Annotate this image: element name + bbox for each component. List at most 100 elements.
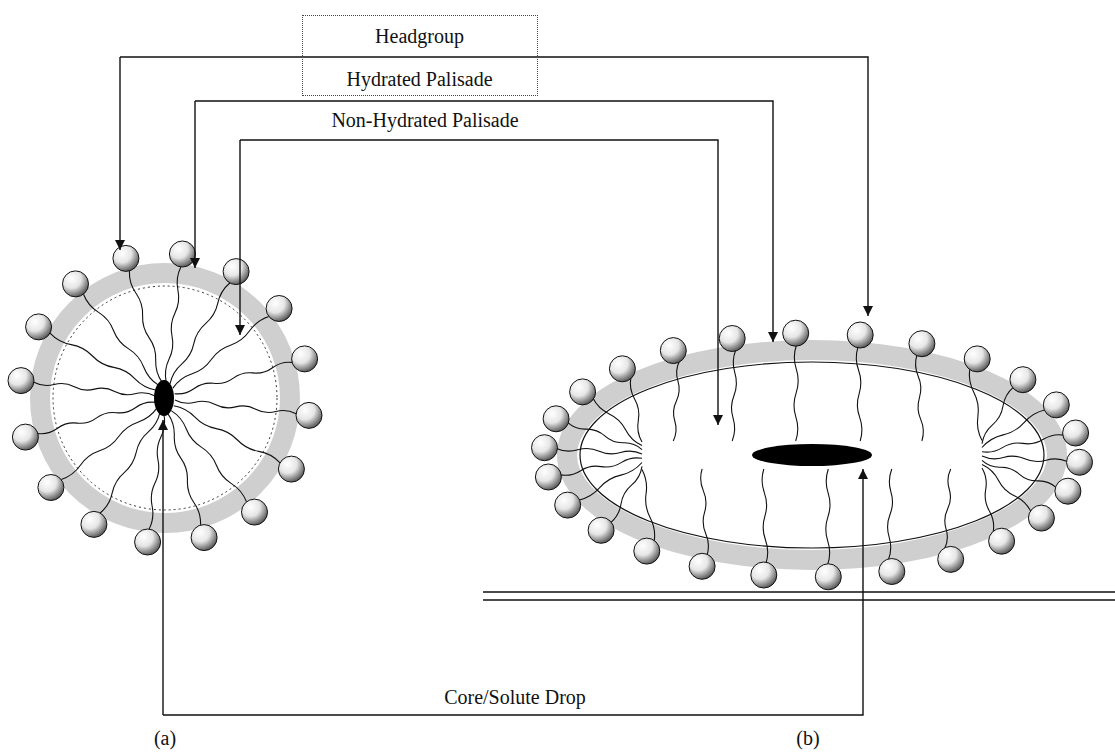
headgroup-circle: [12, 424, 38, 450]
headgroup-circle: [543, 406, 569, 432]
surfactant-tail: [856, 347, 862, 441]
surfactant-tail: [174, 406, 280, 463]
headgroup-circle: [266, 296, 292, 322]
leader-arrow: [119, 57, 120, 250]
surfactant-tail: [34, 382, 155, 396]
leader-arrow: [240, 140, 718, 425]
surfactant-tail: [701, 469, 709, 555]
panel-label: (b): [792, 727, 823, 750]
headgroup-circle: [989, 528, 1015, 554]
surfactant-tail: [84, 294, 159, 385]
surfactant-tail: [50, 333, 156, 390]
surfactant-tail: [982, 456, 1068, 462]
surfactant-tail: [982, 410, 1045, 448]
hydrated-band: [40, 273, 290, 523]
leader-arrow: [195, 101, 773, 342]
headgroup-circle: [113, 245, 139, 271]
surfactant-tail: [945, 469, 951, 549]
leader-arrow: [163, 469, 863, 715]
leader-arrow: [239, 140, 240, 335]
surfactant-tail: [593, 398, 642, 445]
headgroup-circle: [938, 546, 964, 572]
region-label: Core/Solute Drop: [440, 686, 590, 709]
headgroup-circle: [532, 435, 558, 461]
surfactant-tail: [982, 460, 1056, 487]
surface-line: [483, 599, 1115, 601]
hydrated-band: [567, 350, 1057, 560]
headgroup-circle: [296, 402, 322, 428]
region-label: Hydrated Palisade: [342, 68, 496, 91]
surfactant-tail: [916, 355, 924, 441]
headgroup-circle: [909, 331, 935, 357]
region-label: Non-Hydrated Palisade: [327, 109, 522, 132]
headgroup-circle: [535, 464, 561, 490]
surfactant-tail: [969, 368, 982, 440]
dotted-label-box: HeadgroupHydrated Palisade: [302, 15, 538, 96]
surfactant-tail: [38, 402, 155, 434]
surfactant-tail: [673, 361, 679, 441]
surfactant-tail: [568, 422, 642, 449]
headgroup-circle: [964, 346, 990, 372]
surfactant-tail: [557, 448, 643, 454]
surfactant-tail: [630, 377, 642, 442]
headgroup-circle: [815, 564, 841, 590]
headgroup-circle: [570, 379, 596, 405]
headgroup-circle: [751, 562, 777, 588]
region-label: Headgroup: [371, 25, 468, 48]
palisade-boundary: [580, 362, 1044, 548]
heads-b: [532, 320, 1093, 590]
headgroup-circle: [1028, 505, 1054, 531]
surfactant-tail: [171, 411, 246, 502]
headgroup-circle: [609, 356, 635, 382]
headgroup-circle: [1055, 478, 1081, 504]
palisade-boundary: [53, 286, 277, 510]
headgroup-circle: [81, 511, 107, 537]
surfactant-tail: [175, 400, 296, 414]
headgroup-circle: [223, 259, 249, 285]
headgroup-circle: [719, 326, 745, 352]
surfactant-tail: [982, 435, 1064, 452]
headgroup-circle: [8, 368, 34, 394]
headgroup-circle: [634, 538, 660, 564]
tails-b: [557, 345, 1068, 565]
headgroup-circle: [278, 456, 304, 482]
surface-line: [483, 591, 1115, 593]
tails-a: [34, 267, 296, 529]
headgroup-circle: [292, 346, 318, 372]
panel-label: (a): [150, 727, 180, 750]
surfactant-tail: [560, 458, 642, 475]
headgroup-circle: [1067, 449, 1093, 475]
surfactant-tail: [762, 469, 768, 563]
surfactant-tail: [168, 413, 201, 525]
headgroup-circle: [1043, 392, 1069, 418]
core-drop: [154, 380, 174, 416]
headgroup-circle: [1063, 420, 1089, 446]
leader-arrow: [194, 101, 195, 268]
headgroup-circle: [783, 320, 809, 346]
surfactant-tail: [149, 414, 164, 529]
surfactant-tail: [982, 465, 1031, 512]
surfactant-tail: [100, 412, 160, 513]
headgroup-circle: [588, 517, 614, 543]
headgroup-circle: [879, 559, 905, 585]
surfactant-tail: [982, 468, 994, 533]
surfactant-tail: [175, 362, 293, 394]
surfactant-tail: [888, 469, 893, 560]
headgroup-circle: [847, 322, 873, 348]
surfactant-tail: [129, 271, 162, 383]
surfactant-tail: [794, 345, 798, 441]
headgroup-circle: [1010, 367, 1036, 393]
headgroup-circle: [135, 529, 161, 555]
headgroup-circle: [191, 525, 217, 551]
headgroup-circle: [660, 338, 686, 364]
surfactant-tail: [732, 350, 737, 441]
surfactant-tail: [61, 408, 157, 480]
surfactant-tail: [173, 317, 269, 389]
surfactant-tail: [642, 469, 655, 541]
core-drop: [752, 444, 872, 466]
surfactant-tail: [611, 466, 643, 523]
headgroup-circle: [26, 314, 52, 340]
surfactant-tail: [982, 387, 1014, 444]
headgroup-circle: [689, 553, 715, 579]
